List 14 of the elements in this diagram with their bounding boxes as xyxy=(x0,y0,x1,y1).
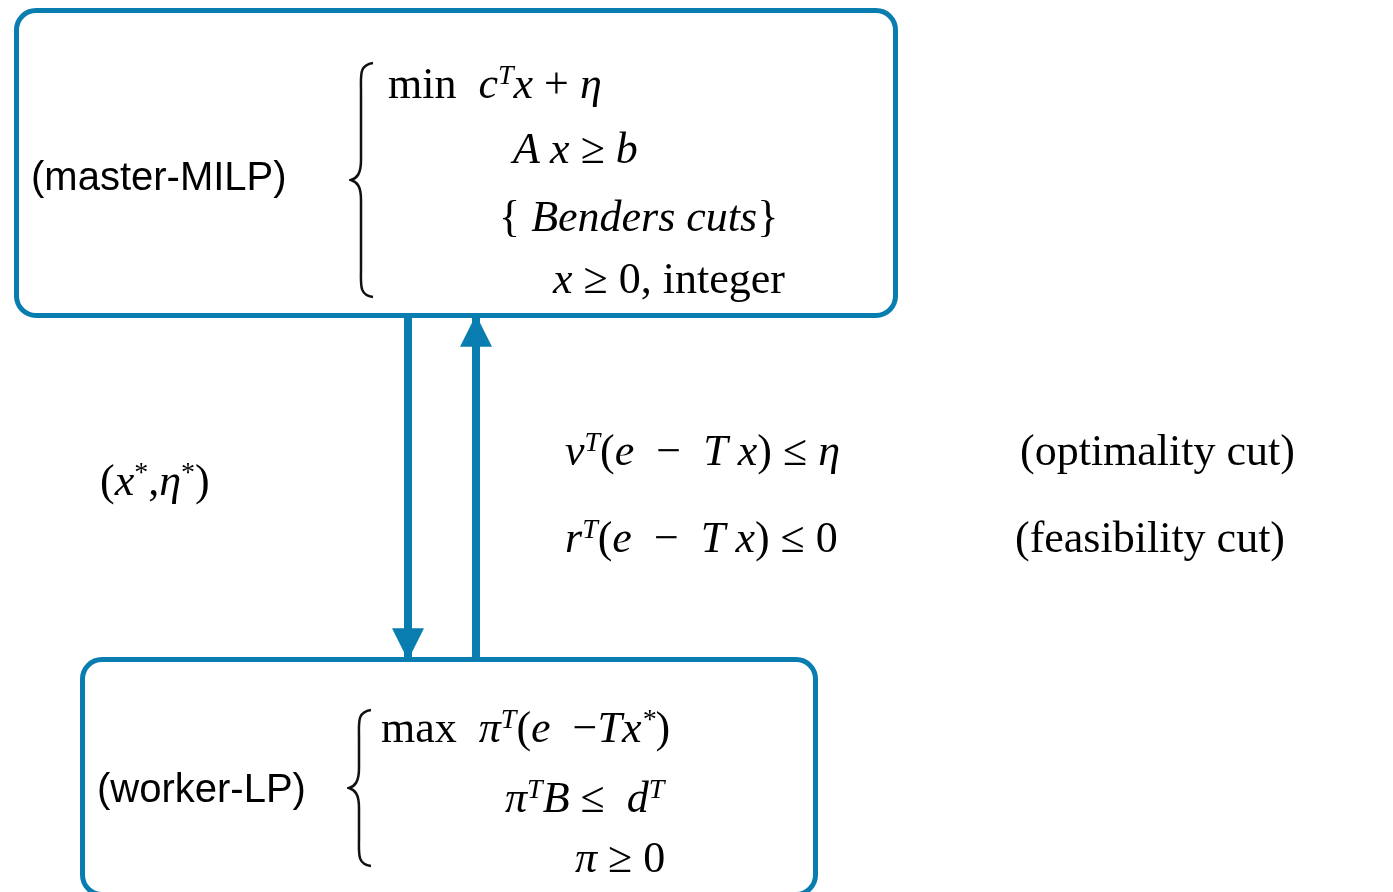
problem-name: (worker-LP) xyxy=(97,765,306,811)
formulation-box xyxy=(14,8,898,318)
cut-type: (feasibility cut) xyxy=(1015,512,1285,564)
formula: x ≥ 0, integer xyxy=(553,253,785,305)
formula: π ≥ 0 xyxy=(575,832,666,884)
formula: π$^{T}$B ≤ d$^{T}$ xyxy=(505,772,665,824)
formulation-box xyxy=(80,657,818,892)
cut-formula: v$^{T}$(e − T x) ≤ η xyxy=(565,425,840,477)
cut-type: (optimality cut) xyxy=(1020,425,1295,477)
problem-name: (master-MILP) xyxy=(31,153,287,199)
formula: { Benders cuts} xyxy=(499,191,779,243)
formula: min c$^{T}$x + η xyxy=(388,58,602,110)
cut-formula: r$^{T}$(e − T x) ≤ 0 xyxy=(565,512,838,564)
formula: max π$^{T}$(e −Tx$^{*}$) xyxy=(381,702,671,754)
